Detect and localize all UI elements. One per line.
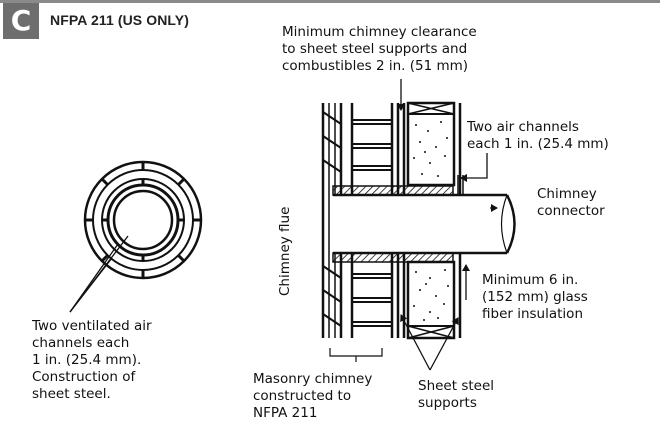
lower-sleeve [332,252,454,263]
pipe-cross-section [83,160,203,280]
connector-pipe [333,193,516,255]
masonry-chimney-label: Masonry chimney constructed to NFPA 211 [253,371,373,421]
ventilated-channel-leaders [69,235,129,313]
clearance-label: Minimum chimney clearance to sheet steel… [282,24,477,74]
header-rule [0,0,660,3]
insulation-label: Minimum 6 in. (152 mm) glass fiber insul… [482,272,588,322]
section-badge: C [3,3,39,39]
insulation-boxes [406,101,464,340]
sheet-steel-label: Sheet steel supports [418,378,495,411]
ventilated-channels-label: Two ventilated air channels each 1 in. (… [32,318,152,402]
upper-sleeve [332,185,454,196]
insulation-stipple [413,121,449,321]
section-title: NFPA 211 (US ONLY) [50,12,189,28]
chimney-flue-label: Chimney flue [277,206,293,296]
leader-lines [329,79,498,371]
chimney-connector-label: Chimney connector [537,186,605,219]
air-channels-label: Two air channels each 1 in. (25.4 mm) [467,119,609,152]
